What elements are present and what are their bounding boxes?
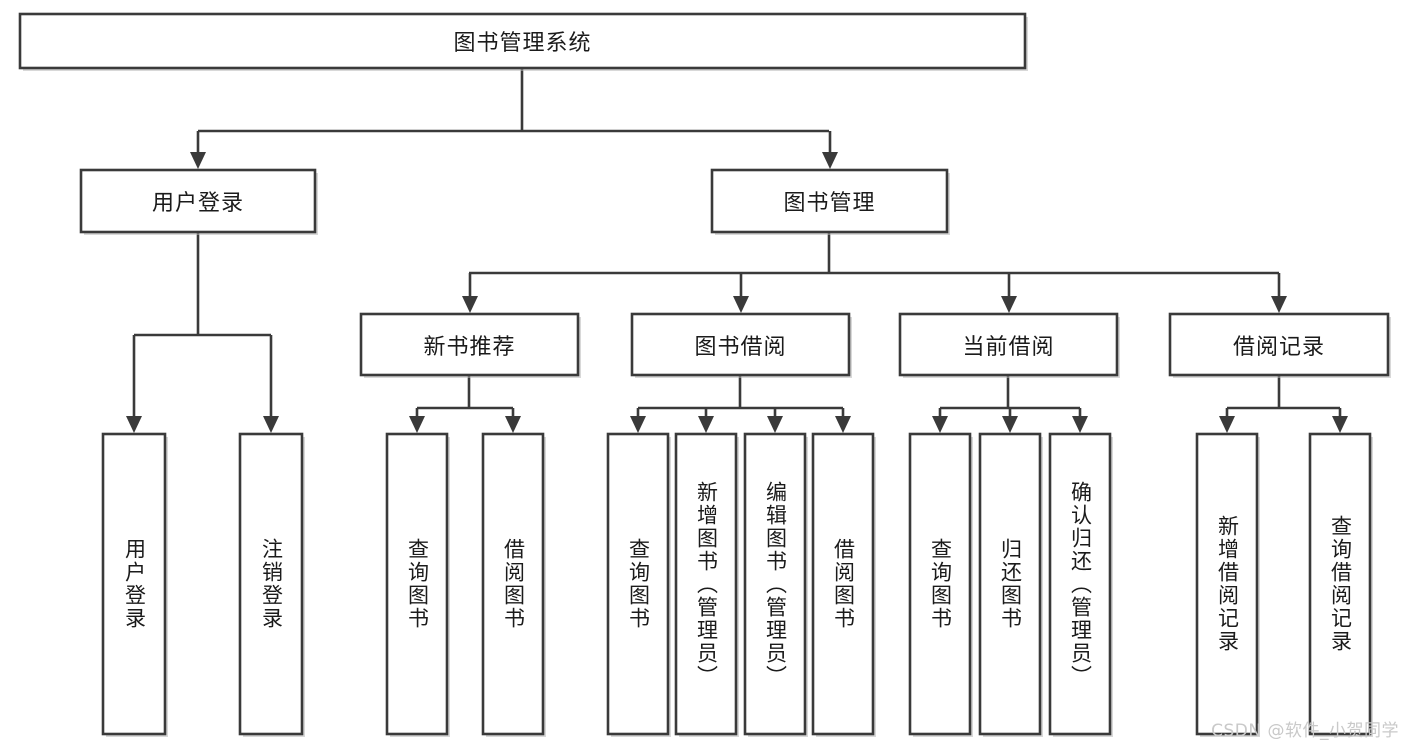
- node-rect[interactable]: [1168, 312, 1390, 377]
- edge-arrow-icon: [263, 416, 279, 433]
- edge-arrow-icon: [1271, 296, 1287, 313]
- node-leaf-add-book[interactable]: [674, 432, 739, 737]
- edge-l2-borrow-record-to-leaf-add-borrow-record: [1219, 408, 1235, 433]
- node-l1-book-manage[interactable]: [710, 168, 950, 235]
- edge-arrow-icon: [1332, 416, 1348, 433]
- edge-arrow-icon: [835, 416, 851, 433]
- edge-arrow-icon: [733, 296, 749, 313]
- bar-new-book-rec: [417, 375, 513, 410]
- node-rect[interactable]: [908, 432, 972, 736]
- edge-arrow-icon: [409, 416, 425, 433]
- node-leaf-query-book-rec[interactable]: [385, 432, 450, 737]
- node-leaf-user-logout[interactable]: [238, 432, 305, 737]
- node-l2-new-book-rec[interactable]: [359, 312, 581, 378]
- edge-arrow-icon: [822, 152, 838, 169]
- edge-arrow-icon: [1002, 416, 1018, 433]
- edge-arrow-icon: [932, 416, 948, 433]
- edge-l1-book-manage-to-l2-book-borrow: [733, 273, 749, 313]
- edge-l2-borrow-record-to-leaf-query-borrow-record: [1332, 408, 1348, 433]
- node-leaf-borrow-book-rec[interactable]: [481, 432, 546, 737]
- node-rect[interactable]: [674, 432, 738, 736]
- node-rect[interactable]: [811, 432, 875, 736]
- node-rect[interactable]: [385, 432, 449, 736]
- edge-arrow-icon: [1001, 296, 1017, 313]
- edge-l1-user-login-to-leaf-user-login: [126, 335, 142, 433]
- edge-root-to-l1-book-manage: [822, 131, 838, 169]
- edge-l1-user-login-to-leaf-user-logout: [263, 335, 279, 433]
- edge-l2-new-book-rec-to-leaf-borrow-book-rec: [505, 408, 521, 433]
- edge-l1-book-manage-to-l2-current-borrow: [1001, 273, 1017, 313]
- edge-arrow-icon: [462, 296, 478, 313]
- node-rect[interactable]: [359, 312, 580, 377]
- edge-l2-current-borrow-to-leaf-confirm-return: [1072, 408, 1088, 433]
- node-rect[interactable]: [606, 432, 670, 736]
- bar-book-manage: [469, 232, 1279, 275]
- node-l1-user-login[interactable]: [79, 168, 318, 235]
- edge-l1-book-manage-to-l2-borrow-record: [1271, 273, 1287, 313]
- node-l2-borrow-record[interactable]: [1168, 312, 1391, 378]
- node-rect[interactable]: [978, 432, 1042, 736]
- node-rect[interactable]: [101, 432, 167, 736]
- edge-l2-book-borrow-to-leaf-add-book: [698, 408, 714, 433]
- edge-l2-book-borrow-to-leaf-edit-book: [767, 408, 783, 433]
- edge-arrow-icon: [698, 416, 714, 433]
- node-leaf-query-book-bor[interactable]: [606, 432, 671, 737]
- node-leaf-add-borrow-record[interactable]: [1195, 432, 1260, 737]
- node-rect[interactable]: [79, 168, 317, 234]
- node-leaf-borrow-book-bor[interactable]: [811, 432, 876, 737]
- edge-arrow-icon: [505, 416, 521, 433]
- edge-l2-current-borrow-to-leaf-return-book: [1002, 408, 1018, 433]
- edge-arrow-icon: [767, 416, 783, 433]
- edge-l2-book-borrow-to-leaf-query-book-bor: [630, 408, 646, 433]
- edge-arrow-icon: [126, 416, 142, 433]
- node-leaf-confirm-return[interactable]: [1048, 432, 1113, 737]
- node-rect[interactable]: [1048, 432, 1112, 736]
- node-rect[interactable]: [1195, 432, 1259, 736]
- edge-arrow-icon: [630, 416, 646, 433]
- node-leaf-edit-book[interactable]: [743, 432, 808, 737]
- node-l2-current-borrow[interactable]: [898, 312, 1120, 378]
- edge-l1-book-manage-to-l2-new-book-rec: [462, 273, 478, 313]
- node-l2-book-borrow[interactable]: [630, 312, 852, 378]
- node-rect[interactable]: [743, 432, 807, 736]
- node-rect[interactable]: [630, 312, 851, 377]
- node-leaf-query-book-cur[interactable]: [908, 432, 973, 737]
- edge-l2-new-book-rec-to-leaf-query-book-rec: [409, 408, 425, 433]
- edge-arrow-icon: [1219, 416, 1235, 433]
- edge-root-to-l1-user-login: [190, 131, 206, 169]
- node-leaf-query-borrow-record[interactable]: [1308, 432, 1373, 737]
- bar-book-borrow: [638, 375, 843, 410]
- bar-borrow-record: [1227, 375, 1340, 410]
- edge-l2-book-borrow-to-leaf-borrow-book-bor: [835, 408, 851, 433]
- node-rect[interactable]: [1308, 432, 1372, 736]
- node-rect[interactable]: [481, 432, 545, 736]
- bar-current-borrow: [940, 375, 1080, 410]
- node-rect[interactable]: [710, 168, 949, 234]
- edge-arrow-icon: [1072, 416, 1088, 433]
- bar-root: [198, 68, 829, 133]
- node-rect[interactable]: [18, 12, 1027, 70]
- edge-arrow-icon: [190, 152, 206, 169]
- edge-l2-current-borrow-to-leaf-query-book-cur: [932, 408, 948, 433]
- node-leaf-return-book[interactable]: [978, 432, 1043, 737]
- bar-user-login: [134, 232, 271, 337]
- node-rect[interactable]: [238, 432, 304, 736]
- watermark: CSDN @软件_小贺同学: [1211, 721, 1399, 741]
- node-root[interactable]: [18, 12, 1028, 71]
- node-leaf-user-login[interactable]: [101, 432, 168, 737]
- node-rect[interactable]: [898, 312, 1119, 377]
